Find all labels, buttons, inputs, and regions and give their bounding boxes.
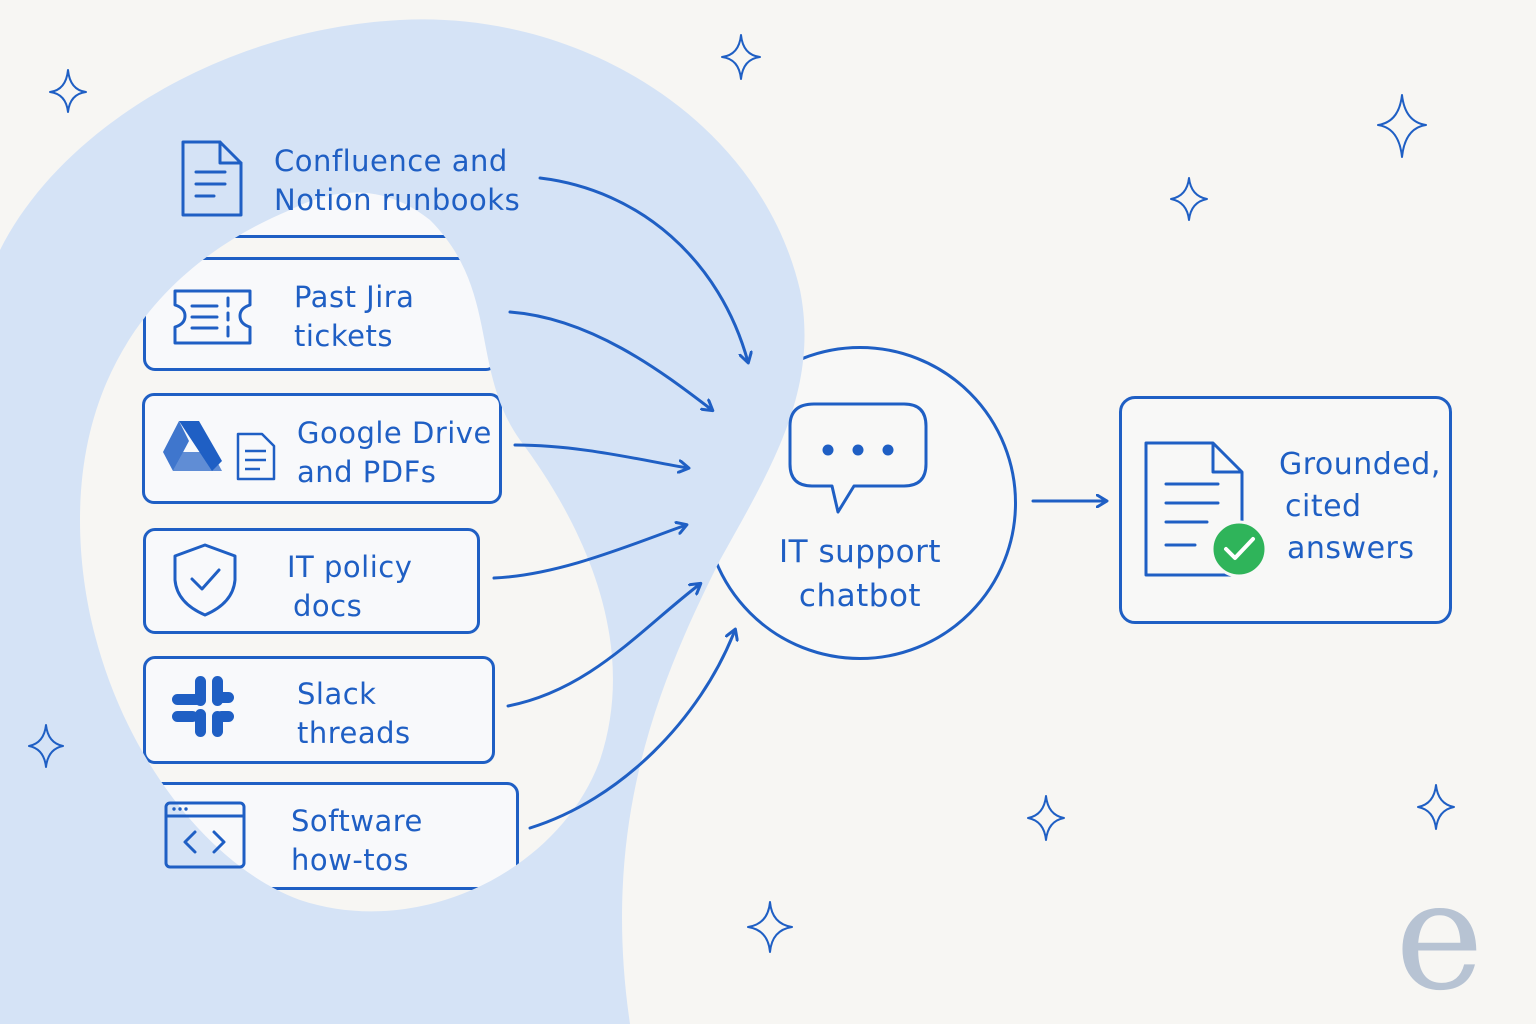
source-label-software-howtos: Software how-tos: [291, 804, 423, 877]
sparkle-icon: [1170, 177, 1208, 221]
chatbot-hub-label: IT support chatbot: [779, 534, 941, 614]
connector-arrow: [492, 525, 686, 580]
source-label-confluence-notion: Confluence and Notion runbooks: [274, 144, 521, 217]
source-label-it-policy: IT policy docs: [287, 550, 413, 623]
connector-arrow: [528, 630, 735, 830]
connector-arrow: [506, 584, 700, 708]
sparkle-icon: [1377, 94, 1427, 158]
source-label-google-drive-pdfs: Google Drive and PDFs: [297, 416, 492, 489]
sparkle-icon: [721, 34, 761, 80]
sparkle-icon: [747, 901, 793, 953]
sparkle-icon: [1027, 795, 1065, 841]
brand-logo: e: [1395, 850, 1484, 1024]
output-label: Grounded, cited answers: [1279, 447, 1441, 566]
connector-arrow: [513, 443, 688, 468]
source-label-jira-tickets: Past Jira tickets: [294, 280, 415, 353]
sparkle-icon: [28, 724, 64, 768]
connector-arrow: [508, 310, 712, 410]
connector-arrow: [538, 176, 748, 362]
sparkle-icon: [1417, 784, 1455, 830]
sparkle-icon: [49, 69, 87, 113]
source-label-slack-threads: Slack threads: [297, 677, 411, 750]
